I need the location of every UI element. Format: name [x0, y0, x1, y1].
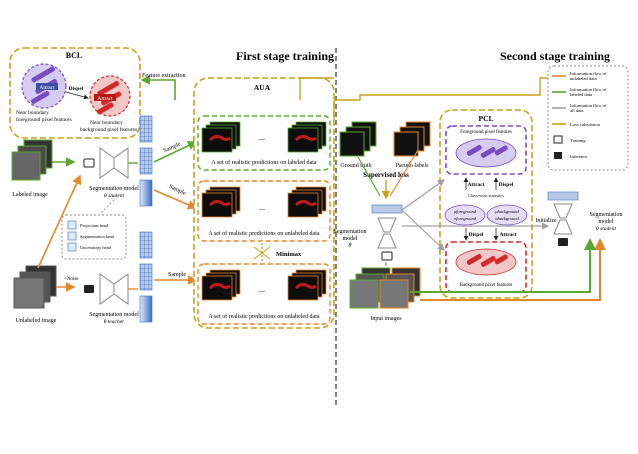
prediction-stack-right-1: [287, 121, 327, 153]
pcl-dispel-top: Dispel: [499, 182, 514, 188]
teacher-model-label: Segmentation model: [89, 312, 139, 318]
teacher-model: [84, 273, 129, 305]
heads-box: Projection head Segmentation head Uncert…: [61, 214, 127, 260]
teacher-model-theta: θ teacher: [104, 319, 125, 325]
ground-truth-label: Ground truth: [340, 163, 371, 169]
legend-item-6: Inference: [554, 152, 587, 159]
ellipsis-3: ...: [259, 285, 265, 294]
pcl-attract-bottom: Attract: [499, 232, 516, 238]
feature-maps-teacher: [139, 231, 153, 323]
pcl-class-stats: Class-wise statistics: [468, 193, 504, 198]
prediction-stack-right-2: [287, 186, 327, 218]
sample-label-3: Sample: [168, 272, 186, 278]
pseudo-labels-stack: [393, 121, 431, 157]
student-model: [83, 147, 129, 179]
initialize-label: Initialize: [535, 218, 557, 224]
prediction-stack-left-1: [201, 121, 241, 153]
aua-title: AUA: [254, 83, 271, 92]
minimax-label: Minimax: [276, 251, 302, 258]
legend-item-4: Loss calculation: [552, 122, 601, 127]
pseudo-labels-label: Pseudo labels: [396, 163, 429, 169]
bcl-title: BCL: [66, 51, 82, 60]
head-projection: Projection head: [80, 223, 109, 228]
lock-icon: [554, 152, 562, 159]
pcl-attract-top: Attract: [467, 182, 484, 188]
pcl-fg-features: Foreground pixel features: [460, 130, 512, 135]
input-images-stack: [349, 267, 421, 309]
fg-stats-ellipse: [444, 204, 486, 226]
prediction-stack-left-2: [201, 186, 241, 218]
bcl-bg-label-1: Near boundary: [90, 120, 123, 126]
final-model-label: Segmentation: [590, 212, 623, 218]
labeled-image-stack: [11, 139, 53, 181]
final-model-theta: θ student: [596, 226, 616, 232]
ellipsis-2: ...: [259, 203, 265, 212]
sample-label-2: Sample: [168, 184, 187, 197]
bcl-module: BCL Attract Attract Dispel Near boundary…: [9, 47, 141, 139]
sigma-fg: σforeground: [454, 216, 477, 221]
legend-label: Inference: [570, 154, 587, 159]
unlock-icon: [83, 158, 95, 168]
pcl-module: PCL Foreground pixel features Attract Di…: [439, 109, 533, 299]
bcl-attract: Attract: [39, 85, 55, 91]
bcl-fg-label-2: foreground pixel features: [16, 116, 72, 123]
ellipsis-1: ...: [259, 133, 265, 142]
aua-caption-unlabeled-bottom: A set of realistic predictions on unlabe…: [208, 313, 319, 320]
sigma-bg: σbackground: [495, 216, 519, 221]
seg-model-label: Segmentation: [334, 229, 367, 235]
unlock-icon: [553, 135, 563, 144]
legend-item-5: Training: [553, 135, 586, 144]
ground-truth-stack: [339, 121, 377, 157]
segmentation-model-theta: [371, 204, 403, 261]
head-uncertainty: Uncertainty head: [80, 245, 112, 250]
noise-label: +Noise: [64, 277, 79, 282]
second-stage-title: Second stage training: [500, 49, 610, 63]
feature-extraction-label: Feature extraction: [142, 73, 185, 79]
seg-model-label-2: model: [343, 236, 358, 242]
mu-fg: μforeground: [454, 209, 477, 214]
bcl-dispel: Dispel: [69, 86, 84, 92]
pcl-title: PCL: [479, 114, 494, 123]
student-model-theta: θ student: [104, 193, 124, 199]
unlabeled-image-label: Unlabeled image: [16, 318, 57, 324]
final-model-label-2: model: [599, 219, 614, 225]
prediction-stack-right-3: [287, 269, 327, 301]
feature-maps-student: [139, 115, 153, 207]
bcl-bg-label-2: background pixel features: [80, 126, 137, 133]
aua-caption-unlabeled-top: A set of realistic predictions on unlabe…: [208, 230, 319, 237]
aua-caption-labeled: A set of realistic predictions on labele…: [211, 159, 316, 166]
legend-label: Training: [570, 138, 586, 143]
supervised-loss-label: Supervised loss: [363, 171, 409, 179]
mu-bg: μbackground: [495, 209, 519, 214]
pcl-bg-features: Background pixel features: [460, 283, 513, 288]
bcl-attract-bg: Attract: [97, 96, 113, 102]
prediction-stack-left-3: [201, 269, 241, 301]
bcl-fg-label-1: Near boundary: [16, 110, 49, 116]
lock-icon: [84, 285, 94, 293]
legend-label: Loss calculation: [570, 122, 601, 127]
pcl-dispel-bottom: Dispel: [469, 232, 484, 238]
first-stage-title: First stage training: [236, 49, 334, 63]
input-images-label: Input images: [370, 316, 402, 322]
labeled-image-label: Labeled image: [12, 192, 48, 198]
seg-model-theta: θ: [349, 243, 352, 249]
unlabeled-image-stack: [13, 265, 57, 309]
head-segmentation: Segmentation head: [80, 234, 115, 239]
student-model-label: Segmentation model: [89, 186, 139, 192]
bg-stats-ellipse: [486, 204, 528, 226]
final-student-model: [547, 191, 579, 246]
